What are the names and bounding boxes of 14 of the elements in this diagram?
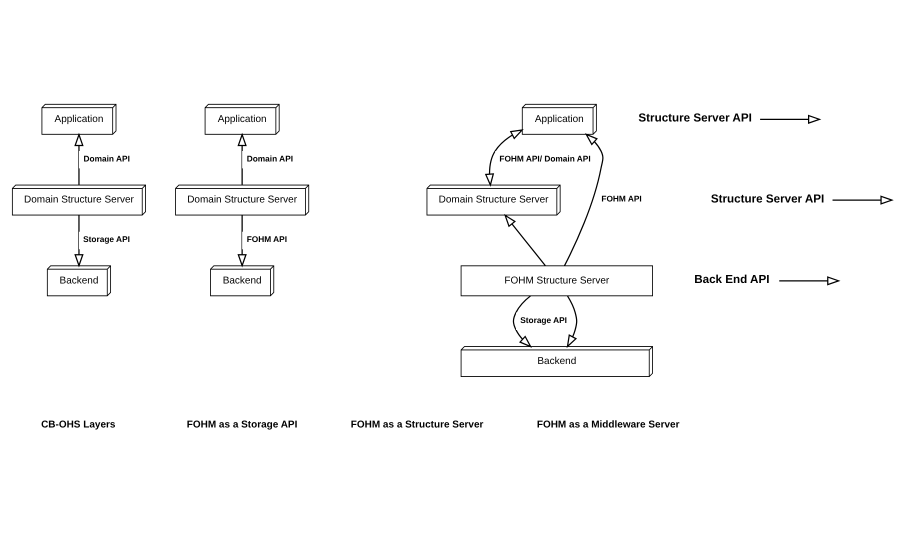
node-text: Structure Server API xyxy=(638,111,752,124)
label: FOHM as a Structure Server xyxy=(350,418,484,430)
edge-label: Storage API xyxy=(520,314,568,324)
edge-label: FOHM API xyxy=(601,193,642,204)
node-text: Structure Server API xyxy=(710,192,824,205)
node-text: Back End API xyxy=(694,272,770,286)
edge-label: Domain API xyxy=(84,152,130,163)
edge-label: Domain API xyxy=(246,152,294,163)
edge-label: FOHM API/ Domain API xyxy=(499,152,591,163)
label: FOHM as a Middleware Server xyxy=(536,418,680,430)
edge-label: Storage API xyxy=(83,234,130,244)
label: CB-OHS Layers xyxy=(41,418,116,430)
edge-label: FOHM API xyxy=(246,234,288,244)
label: FOHM as a Storage API xyxy=(186,418,298,430)
